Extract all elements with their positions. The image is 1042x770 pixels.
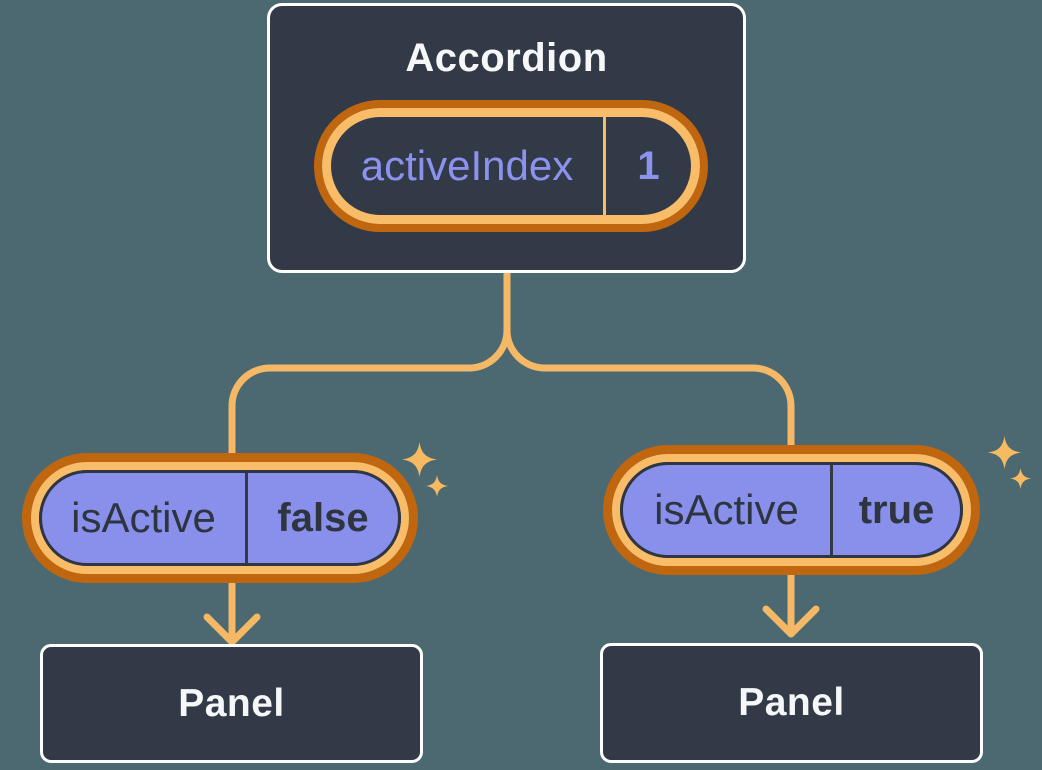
prop-pill-right-divider xyxy=(830,465,833,555)
panel-title-left: Panel xyxy=(178,681,285,725)
state-pill: activeIndex 1 xyxy=(314,100,708,232)
prop-pill-right-gold-ring: isActive true xyxy=(612,454,971,566)
state-name-label: activeIndex xyxy=(360,142,574,189)
prop-pill-left-gold-ring: isActive false xyxy=(31,462,409,574)
accordion-title: Accordion xyxy=(405,36,608,80)
state-value-label: 1 xyxy=(637,143,660,188)
sparkle-small-left-icon xyxy=(426,475,448,497)
panel-title-right: Panel xyxy=(738,681,845,724)
panel-component-box-left: Panel xyxy=(40,644,423,763)
panel-component-box-right: Panel xyxy=(600,643,983,763)
prop-pill-left-inner: isActive false xyxy=(39,470,401,566)
prop-name-label-left: isActive xyxy=(71,494,216,541)
accordion-component-box: Accordion activeIndex 1 xyxy=(267,3,746,273)
prop-pill-left-divider xyxy=(245,473,248,563)
prop-name-label-right: isActive xyxy=(654,486,799,533)
state-pill-inner: activeIndex 1 xyxy=(322,108,700,224)
prop-pill-right-inner: isActive true xyxy=(620,462,963,558)
prop-value-label-left: false xyxy=(277,495,369,540)
state-pill-divider xyxy=(603,117,606,215)
prop-value-label-right: true xyxy=(858,487,935,532)
arrow-down-left-icon xyxy=(203,579,261,646)
prop-pill-right: isActive true xyxy=(603,445,980,575)
arrow-down-right-icon xyxy=(762,571,820,638)
tree-connector-left xyxy=(228,269,511,457)
sparkle-large-left-icon xyxy=(402,442,437,477)
tree-connector-right xyxy=(503,269,795,449)
prop-pill-left: isActive false xyxy=(22,453,418,583)
sparkle-large-right-icon xyxy=(988,436,1021,469)
sparkle-small-right-icon xyxy=(1010,468,1031,489)
